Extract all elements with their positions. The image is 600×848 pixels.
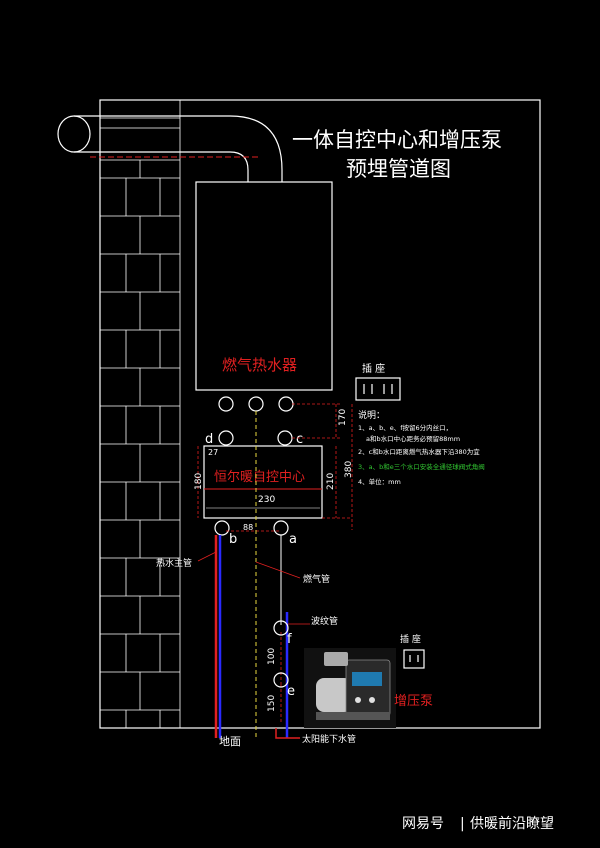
brick-wall: [99, 99, 181, 729]
dim-88: 88: [243, 523, 253, 532]
title-line1: 一体自控中心和增压泵: [292, 128, 502, 152]
corrugated-label: 波纹管: [311, 615, 338, 627]
dim-170: 170: [338, 409, 348, 426]
port-d-circle: [218, 430, 234, 446]
dim-27: 27: [208, 448, 218, 457]
flue-pipe: [57, 115, 283, 182]
dim-150: 150: [267, 695, 277, 712]
dim-210: 210: [326, 473, 336, 490]
title-line2: 预埋管道图: [346, 157, 451, 181]
port-b-circle: [214, 520, 230, 536]
notes-item-5: 4、单位：mm: [358, 477, 401, 486]
heater-label: 燃气热水器: [222, 356, 297, 374]
port-b-label: b: [229, 532, 237, 547]
gas-leader: [255, 561, 301, 579]
hot-main-label: 热水主管: [156, 557, 192, 569]
socket-top-label: 插 座: [362, 362, 385, 375]
ground-label: 地面: [219, 735, 241, 748]
socket-bottom-icon: [403, 649, 425, 669]
port-f-circle: [273, 620, 289, 636]
pipes: [214, 411, 300, 740]
control-center-label: 恒尔暖自控中心: [214, 470, 305, 485]
dimension-lines: [197, 403, 353, 722]
gas-water-heater: [195, 181, 333, 391]
hot-main-leader: [197, 551, 217, 562]
notes-item-1: 1、a、b、e、f按留6分内丝口，: [358, 423, 452, 432]
notes-heading: 说明：: [358, 409, 385, 421]
dim-380: 380: [344, 461, 354, 478]
port-d-label: d: [205, 432, 213, 447]
port-a-circle: [273, 520, 289, 536]
watermark-separator: |: [460, 816, 465, 832]
control-center-box: [203, 445, 323, 519]
socket-top-icon: [355, 377, 401, 401]
watermark-account: 供暖前沿瞭望: [470, 815, 554, 832]
port-e-circle: [273, 672, 289, 688]
socket-bottom-label: 插 座: [400, 633, 421, 645]
port-c-circle: [277, 430, 293, 446]
watermark-brand: 网易号: [402, 816, 444, 832]
pump-label: 增压泵: [394, 694, 433, 709]
port-f-label: f: [287, 632, 292, 647]
notes-item-4: 3、a、b和e三个水口安装全通径球阀式角阀: [358, 462, 485, 471]
port-c-label: c: [296, 432, 303, 447]
booster-pump-image: [304, 648, 396, 728]
gas-label: 燃气管: [303, 573, 330, 585]
port-a-label: a: [289, 532, 297, 547]
port-e-label: e: [287, 684, 295, 699]
dim-230: 230: [258, 495, 275, 505]
dim-100: 100: [267, 648, 277, 665]
dim-180: 180: [194, 473, 204, 490]
solar-label: 太阳能下水管: [302, 733, 356, 745]
heater-connectors: [218, 396, 294, 412]
notes-item-2: a和b水口中心距务必预留88mm: [366, 434, 460, 443]
notes-item-3: 2、c和b水口距离燃气热水器下沿380为宜: [358, 447, 480, 456]
